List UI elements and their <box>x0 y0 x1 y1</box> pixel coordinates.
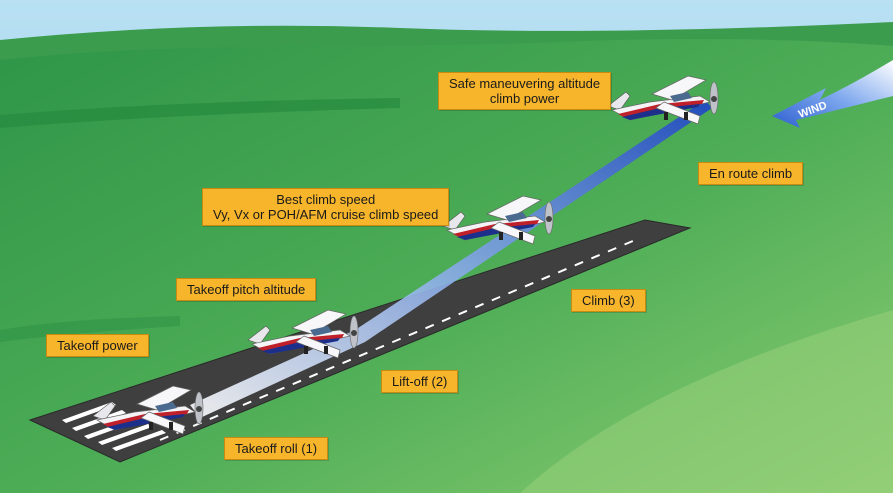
label-safe-line-1: Safe maneuvering altitude <box>449 76 601 91</box>
label-best-climb-line-1: Best climb speed <box>276 192 376 207</box>
label-best-climb-line-2: Vy, Vx or POH/AFM cruise climb speed <box>213 207 439 222</box>
label-takeoff-roll: Takeoff roll (1) <box>224 437 329 460</box>
label-best-climb-speed: Best climb speed Vy, Vx or POH/AFM cruis… <box>202 188 450 226</box>
label-lift-off: Lift-off (2) <box>381 370 459 393</box>
label-en-route-text: En route climb <box>709 166 793 181</box>
label-climb: Climb (3) <box>571 289 646 312</box>
label-lift-off-text: Lift-off (2) <box>392 374 448 389</box>
label-climb-text: Climb (3) <box>582 293 635 308</box>
label-safe-maneuvering-altitude: Safe maneuvering altitude climb power <box>438 72 612 110</box>
label-takeoff-power: Takeoff power <box>46 334 149 357</box>
label-takeoff-pitch: Takeoff pitch altitude <box>176 278 317 301</box>
label-takeoff-power-text: Takeoff power <box>57 338 138 353</box>
label-takeoff-roll-text: Takeoff roll (1) <box>235 441 318 456</box>
label-en-route-climb: En route climb <box>698 162 804 185</box>
label-takeoff-pitch-text: Takeoff pitch altitude <box>187 282 306 297</box>
label-safe-line-2: climb power <box>489 91 560 106</box>
climb-path <box>190 100 712 418</box>
